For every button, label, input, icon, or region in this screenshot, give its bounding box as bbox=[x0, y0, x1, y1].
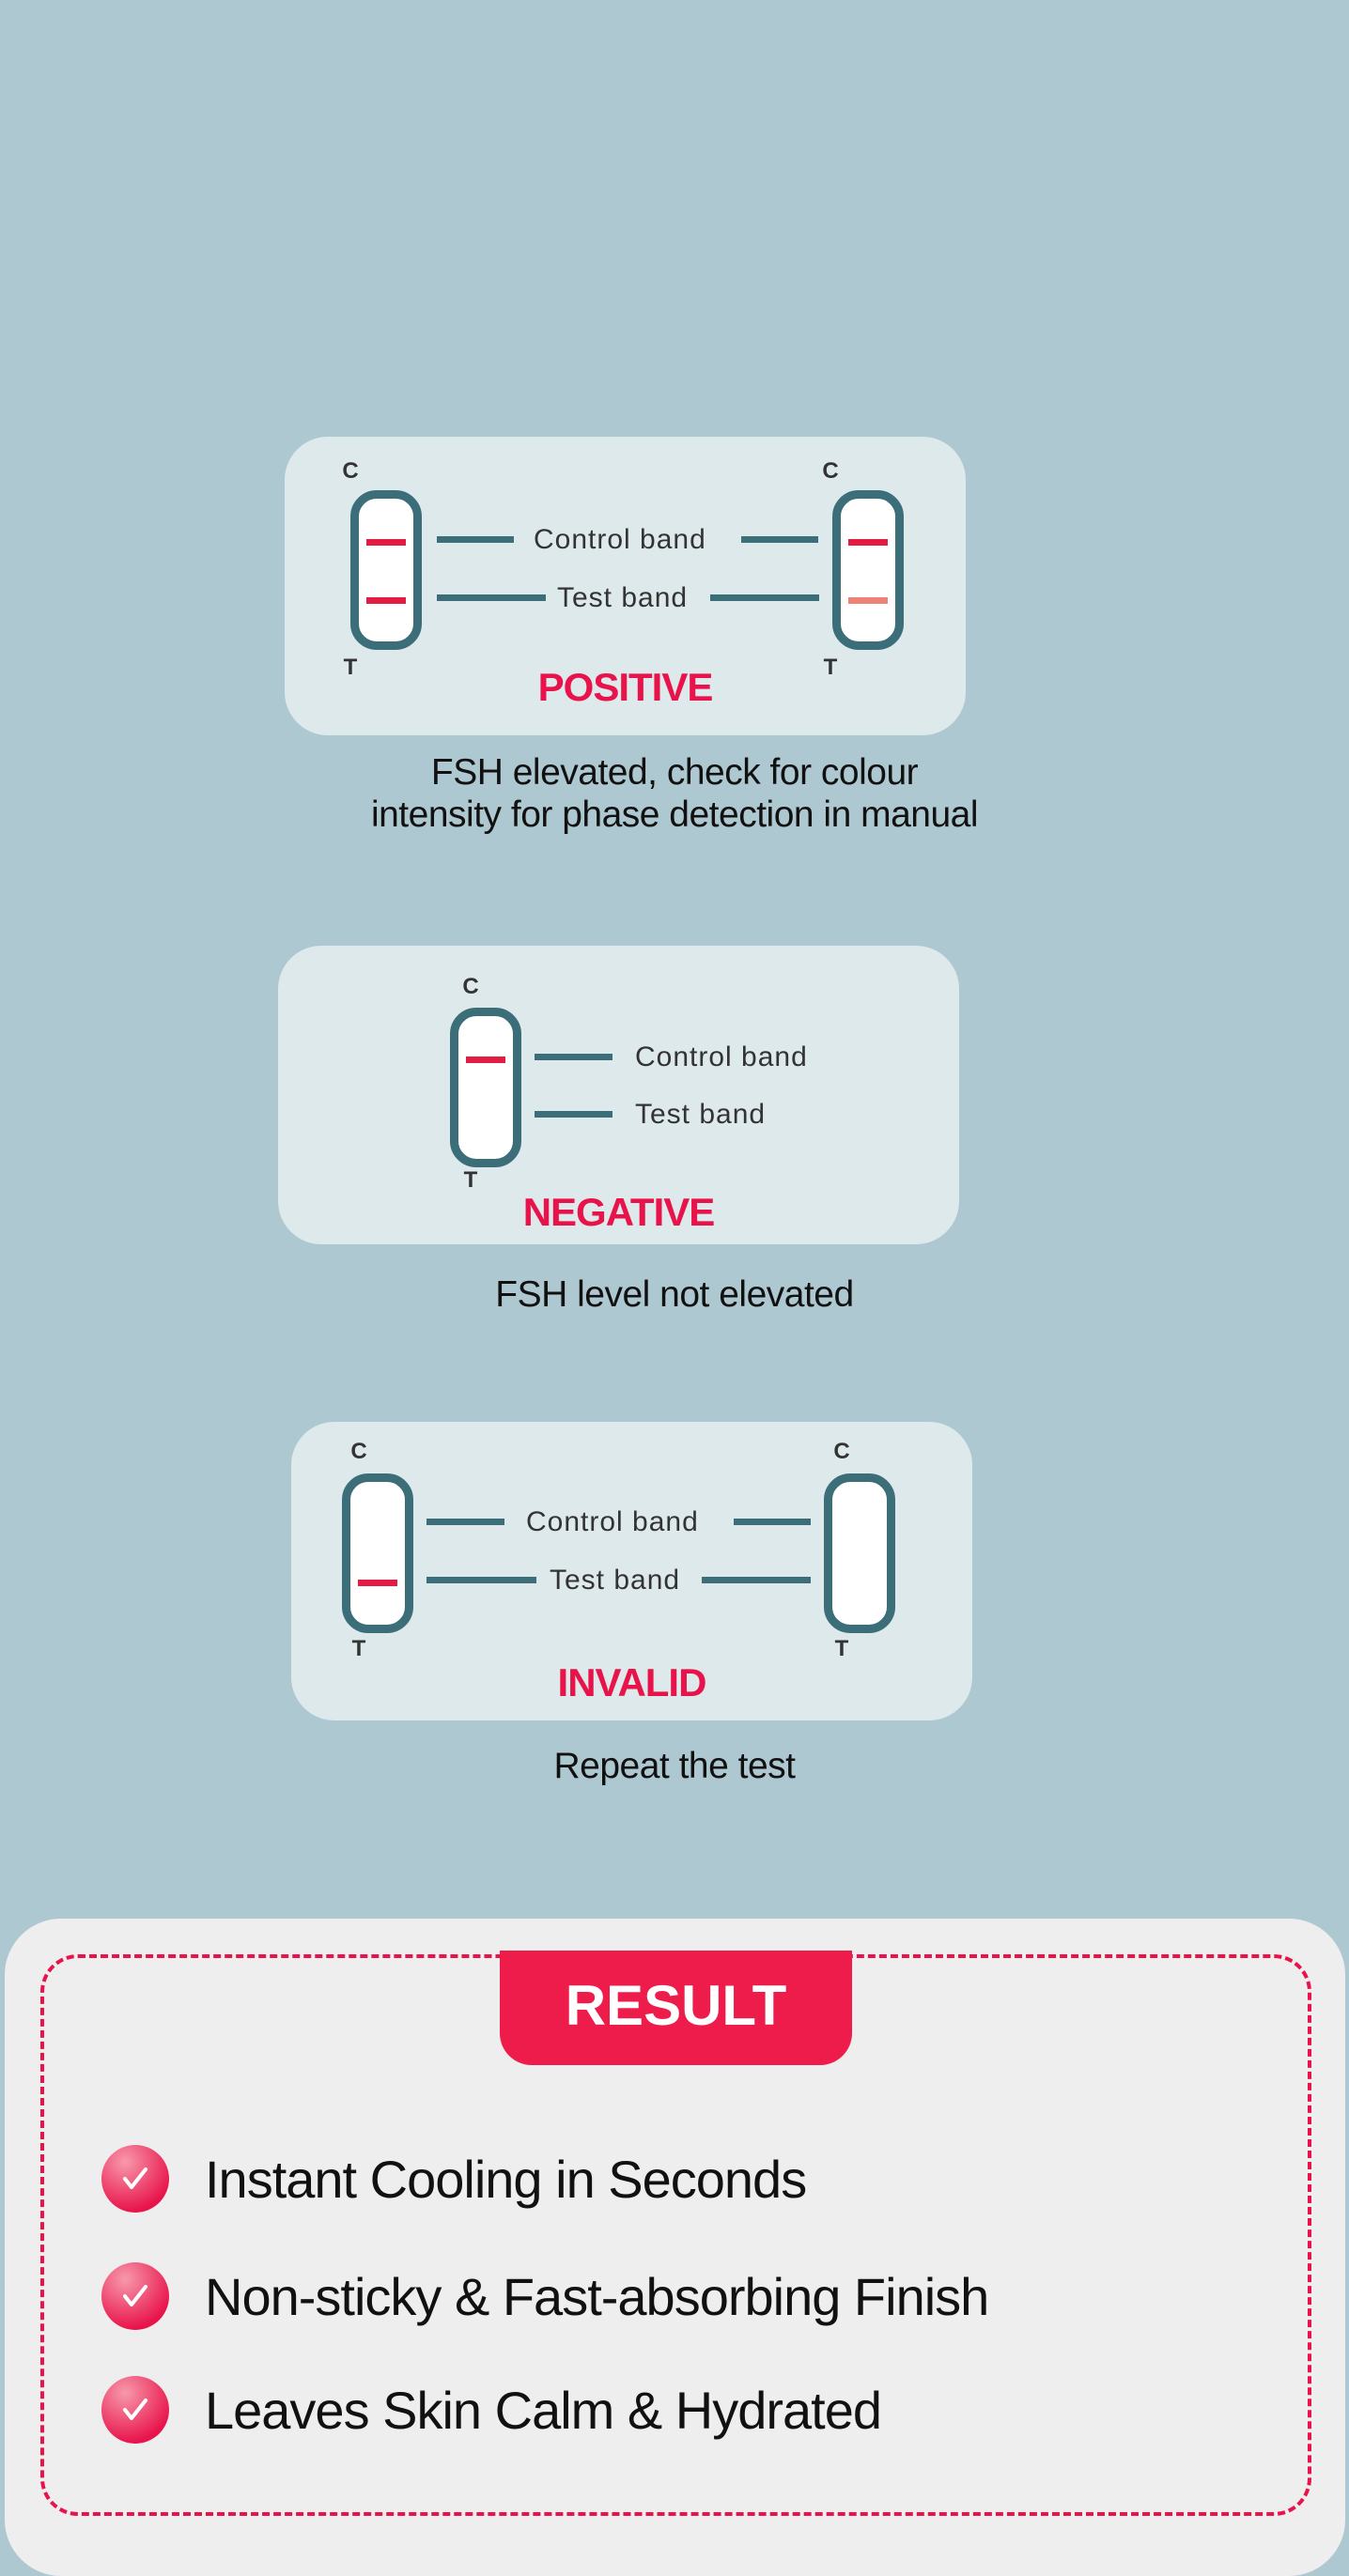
result-item-text: Instant Cooling in Seconds bbox=[205, 2149, 807, 2209]
test-strip-right bbox=[832, 490, 904, 650]
positive-description-line2: intensity for phase detection in manual bbox=[370, 794, 979, 835]
connector-line bbox=[437, 594, 546, 601]
test-band-mark bbox=[366, 597, 406, 604]
check-icon bbox=[101, 2145, 169, 2213]
c-label: C bbox=[342, 458, 359, 484]
t-label: T bbox=[351, 1636, 366, 1661]
connector-line bbox=[535, 1054, 612, 1060]
connector-line bbox=[702, 1577, 811, 1583]
control-band-label: Control band bbox=[534, 524, 706, 555]
test-strip-left bbox=[350, 490, 422, 650]
test-strip-right bbox=[824, 1473, 895, 1633]
connector-line bbox=[734, 1519, 811, 1525]
invalid-card: C T Control band Test band C T INVALID bbox=[291, 1422, 972, 1720]
control-band-mark bbox=[848, 539, 888, 546]
test-band-label: Test band bbox=[550, 1565, 681, 1596]
status-negative: NEGATIVE bbox=[522, 1190, 716, 1234]
connector-line bbox=[426, 1519, 504, 1525]
check-icon bbox=[101, 2376, 169, 2444]
invalid-description: Repeat the test bbox=[553, 1746, 796, 1786]
c-label: C bbox=[833, 1439, 850, 1464]
test-band-label: Test band bbox=[635, 1099, 767, 1130]
control-band-mark bbox=[366, 539, 406, 546]
test-strip-left bbox=[342, 1473, 413, 1633]
connector-line bbox=[437, 536, 514, 543]
c-label: C bbox=[822, 458, 839, 484]
status-invalid: INVALID bbox=[557, 1660, 707, 1704]
negative-card: C T Control band Test band NEGATIVE bbox=[278, 946, 959, 1244]
result-item: Non-sticky & Fast-absorbing Finish bbox=[101, 2262, 989, 2330]
connector-line bbox=[741, 536, 818, 543]
positive-card: C T Control band Test band C T POSITIVE bbox=[285, 437, 966, 735]
negative-description: FSH level not elevated bbox=[495, 1274, 854, 1315]
result-item: Leaves Skin Calm & Hydrated bbox=[101, 2376, 882, 2444]
t-label: T bbox=[823, 655, 838, 680]
connector-line bbox=[535, 1111, 612, 1118]
t-label: T bbox=[463, 1167, 478, 1193]
connector-line bbox=[426, 1577, 536, 1583]
test-strip bbox=[450, 1008, 521, 1167]
result-item-text: Leaves Skin Calm & Hydrated bbox=[205, 2380, 882, 2440]
test-band-mark bbox=[358, 1580, 397, 1586]
connector-line bbox=[710, 594, 819, 601]
t-label: T bbox=[834, 1636, 849, 1661]
result-title: RESULT bbox=[500, 1951, 852, 2065]
result-item-text: Non-sticky & Fast-absorbing Finish bbox=[205, 2266, 989, 2326]
control-band-mark bbox=[466, 1057, 505, 1063]
control-band-label: Control band bbox=[635, 1041, 808, 1072]
status-positive: POSITIVE bbox=[537, 665, 714, 709]
control-band-label: Control band bbox=[526, 1506, 699, 1537]
c-label: C bbox=[462, 974, 479, 999]
positive-description-line1: FSH elevated, check for colour bbox=[430, 752, 919, 793]
t-label: T bbox=[343, 655, 358, 680]
check-icon bbox=[101, 2262, 169, 2330]
c-label: C bbox=[350, 1439, 367, 1464]
result-item: Instant Cooling in Seconds bbox=[101, 2145, 807, 2213]
faint-test-band-mark bbox=[848, 597, 888, 604]
test-band-label: Test band bbox=[557, 582, 689, 613]
